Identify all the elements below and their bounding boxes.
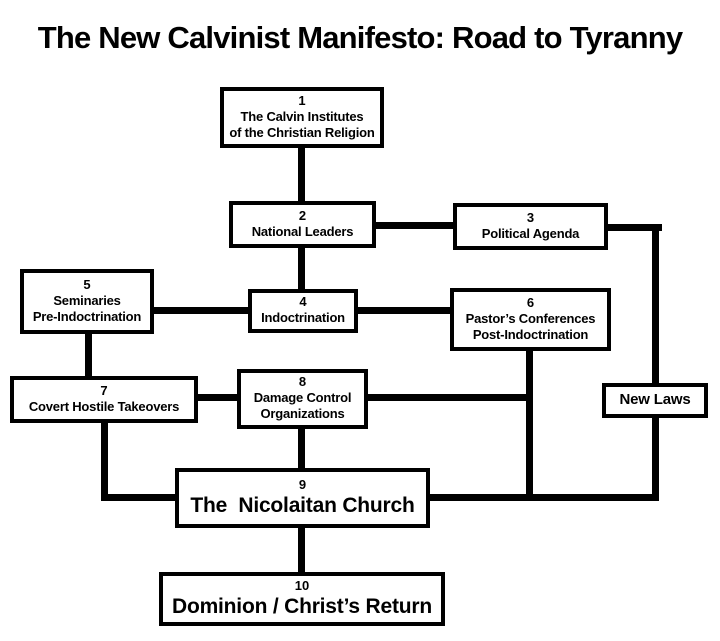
node-label-line: Damage Control [253, 390, 352, 406]
connector-2-3 [374, 222, 456, 229]
connector-5-4 [152, 307, 251, 314]
node-number: 6 [526, 294, 535, 310]
node-label-line: Pre-Indoctrination [32, 308, 142, 324]
connector-8-9 [298, 426, 305, 472]
node-9-nicolaitan-church: 9 The Nicolaitan Church [175, 468, 430, 528]
node-label-line: Post-Indoctrination [472, 326, 589, 342]
diagram-title: The New Calvinist Manifesto: Road to Tyr… [37, 20, 683, 55]
node-label-line: Political Agenda [481, 225, 580, 241]
node-number: 2 [298, 207, 307, 223]
node-1-calvin-institutes: 1 The Calvin Institutes of the Christian… [220, 87, 384, 148]
node-new-laws: New Laws [602, 383, 708, 418]
node-label-line: The Calvin Institutes [240, 108, 364, 124]
connector-3-right [606, 224, 662, 231]
node-8-damage-control: 8 Damage Control Organizations [237, 369, 368, 429]
connector-7-down [101, 421, 108, 501]
node-label-line: Indoctrination [261, 310, 345, 326]
node-number: 10 [294, 577, 310, 593]
node-number: 9 [298, 476, 307, 492]
node-label-line: National Leaders [251, 223, 354, 239]
node-number: 3 [526, 209, 535, 225]
node-number: 8 [298, 374, 307, 390]
node-3-political-agenda: 3 Political Agenda [453, 203, 608, 250]
node-label-line: Pastor’s Conferences [465, 310, 596, 326]
connector-6-down [526, 349, 533, 501]
connector-8-junction [366, 394, 533, 401]
connector-right-into-9 [428, 494, 659, 501]
node-label-line: of the Christian Religion [229, 124, 375, 140]
connector-9-10 [298, 524, 305, 576]
connector-1-2 [298, 145, 305, 205]
node-number: 4 [299, 294, 307, 310]
node-4-indoctrination: 4 Indoctrination [248, 289, 358, 333]
node-number: 5 [83, 276, 91, 292]
node-label-line: New Laws [619, 391, 691, 409]
node-number: 1 [298, 92, 306, 108]
connector-7-8 [196, 394, 240, 401]
connector-4-6 [356, 307, 453, 314]
node-10-dominion: 10 Dominion / Christ’s Return [159, 572, 445, 626]
node-6-pastors-conferences: 6 Pastor’s Conferences Post-Indoctrinati… [450, 288, 611, 351]
node-label-line: Organizations [260, 406, 345, 422]
node-label-line: Dominion / Christ’s Return [171, 594, 433, 618]
node-label-line: The Nicolaitan Church [190, 493, 415, 517]
connector-3-newlaws-down [652, 224, 659, 501]
node-label-line: Covert Hostile Takeovers [28, 398, 180, 414]
connector-7-into-9 [101, 494, 178, 501]
node-label-line: Seminaries [53, 292, 121, 308]
node-7-covert-hostile-takeovers: 7 Covert Hostile Takeovers [10, 376, 198, 423]
connector-5-7 [85, 332, 92, 379]
node-2-national-leaders: 2 National Leaders [229, 201, 376, 248]
node-5-seminaries: 5 Seminaries Pre-Indoctrination [20, 269, 154, 334]
node-number: 7 [100, 382, 108, 398]
connector-2-4 [298, 246, 305, 292]
